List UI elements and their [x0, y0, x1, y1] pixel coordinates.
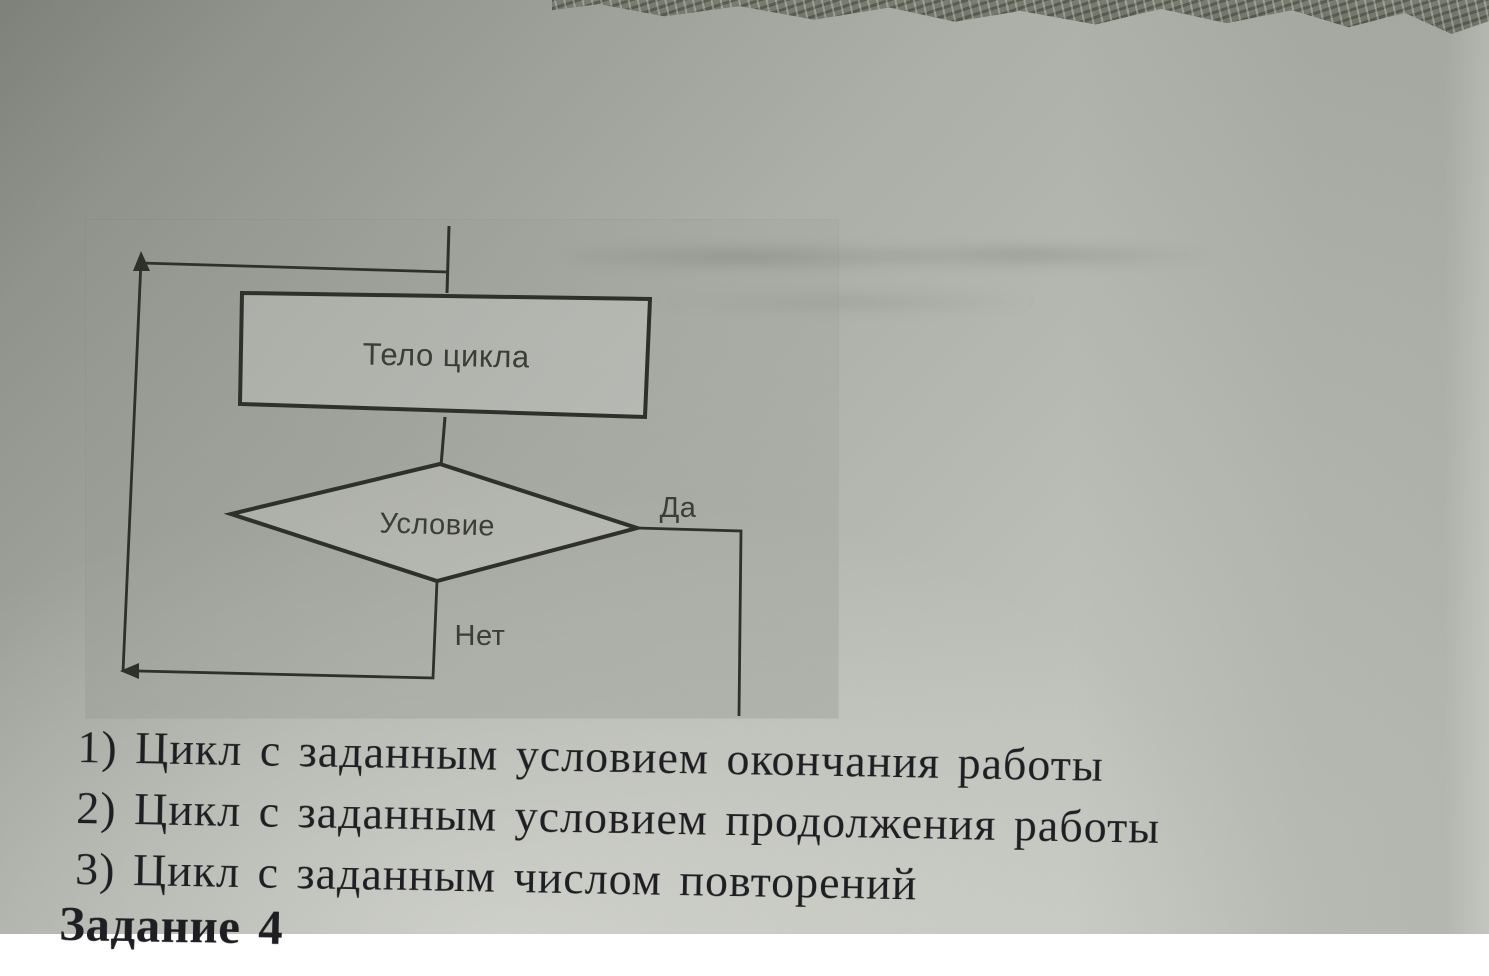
condition-label: Условие	[379, 507, 495, 542]
loop-body-box	[237, 290, 653, 420]
ink-bleedthrough-smudge	[568, 240, 1208, 274]
yes-branch-line	[636, 526, 743, 717]
yes-branch-label: Да	[660, 492, 697, 524]
table-surface-texture	[552, 0, 1489, 34]
no-branch-label: Нет	[455, 620, 506, 652]
flowchart-canvas: Тело цикла Условие Да Нет	[120, 225, 743, 717]
left-arrowhead-icon	[120, 663, 139, 679]
ink-bleedthrough-smudge	[610, 288, 1130, 316]
no-branch-line	[137, 580, 439, 680]
up-arrowhead-icon	[133, 251, 150, 271]
loop-body-label: Тело цикла	[362, 337, 530, 375]
feedback-top-line	[140, 261, 449, 274]
photographed-textbook-page: Тело цикла Условие Да Нет 1) Цикл с зада…	[0, 0, 1489, 955]
flowchart-figure: Тело цикла Условие Да Нет	[86, 220, 838, 718]
entry-flow-line	[445, 225, 451, 294]
body-to-condition-line	[439, 416, 447, 467]
feedback-rail-line	[121, 260, 143, 673]
answer-options-list: 1) Цикл с заданным условием окончания ра…	[59, 716, 1418, 976]
